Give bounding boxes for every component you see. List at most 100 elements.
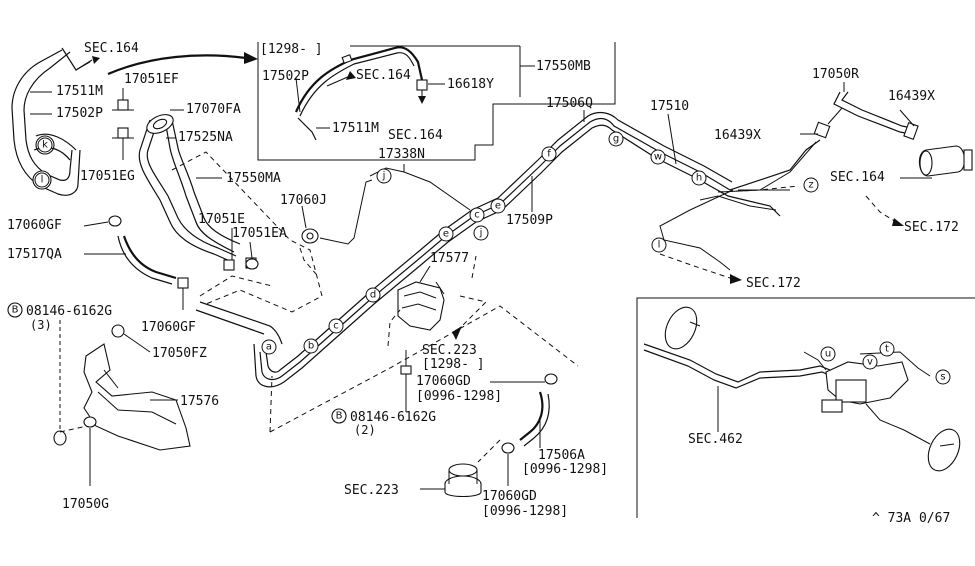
sec172-mid: SEC.172 [746, 276, 801, 291]
connector-tag-letter: e [495, 201, 501, 212]
connector-tag-letter: k [42, 140, 48, 151]
part-17060GF-upper: 17060GF [7, 218, 62, 233]
connector-tag-letter: z [808, 180, 813, 191]
connector-tag-s: s [935, 369, 951, 385]
connector-tag-letter: b [308, 341, 314, 352]
part-16618Y: 16618Y [447, 77, 494, 92]
inset-box-sec462 [636, 297, 975, 518]
part-17525NA: 17525NA [178, 130, 233, 145]
connector-tag-letter: e [443, 229, 449, 240]
connector-tag-letter: h [696, 173, 702, 184]
footer-code: ^ 73A 0/67 [872, 511, 950, 526]
bolt-08146-b: B [331, 350, 412, 424]
part-17510: 17510 [650, 99, 689, 114]
part-17051EA: 17051EA [232, 226, 287, 241]
part-17502P-inset: 17502P [262, 69, 309, 84]
bolt-08146-a: B [7, 302, 23, 318]
part-17550MB: 17550MB [536, 59, 591, 74]
part-17338N: 17338N [378, 147, 425, 162]
connector-tag-letter: v [867, 357, 873, 368]
filler-neck-cap [420, 463, 482, 498]
part-17051EG: 17051EG [80, 169, 135, 184]
connector-tag-e: e [490, 198, 506, 214]
sec164-right: SEC.164 [830, 170, 885, 185]
canister-hoses [719, 91, 973, 226]
connector-tag-letter: j [382, 171, 386, 182]
connector-tag-letter: c [333, 321, 339, 332]
connector-tag-letter: j [479, 228, 483, 239]
part-17060GD-lower-date: [0996-1298] [482, 504, 568, 519]
connector-tag-a: a [261, 339, 277, 355]
part-17577: 17577 [430, 251, 469, 266]
connector-tag-letter: u [825, 349, 831, 360]
sec164-top-left: SEC.164 [84, 41, 139, 56]
main-fuel-pipes [253, 111, 821, 388]
inset-pointer-arrow [107, 54, 247, 76]
clips-17051E [223, 228, 259, 271]
part-08146-6162G-a: 08146-6162G [26, 304, 112, 319]
part-17060GF-lower: 17060GF [141, 320, 196, 335]
part-17051E: 17051E [198, 212, 245, 227]
connector-tag-g: g [608, 131, 624, 147]
vent-tube-17550MA [138, 114, 323, 313]
connector-tag-c: c [469, 207, 485, 223]
connector-tag-letter: a [266, 342, 272, 353]
bolt-qty-a: (3) [30, 318, 52, 332]
bracket-17576 [53, 320, 191, 486]
bolt-marker-b: B [336, 411, 343, 422]
sec164-inset-lower: SEC.164 [388, 128, 443, 143]
part-16439X-right: 16439X [888, 89, 935, 104]
sec172-right: SEC.172 [904, 220, 959, 235]
part-17070FA: 17070FA [186, 102, 241, 117]
connector-tag-f: f [541, 146, 557, 162]
part-17060GD-upper-date: [0996-1298] [416, 389, 502, 404]
part-17060GD-lower: 17060GD [482, 489, 537, 504]
connector-tag-j: j [473, 225, 489, 241]
sec462-label: SEC.462 [688, 432, 743, 447]
connector-tag-k: k [37, 137, 53, 153]
connector-tag-letter: l [41, 175, 44, 186]
part-17050R: 17050R [812, 67, 859, 82]
part-17550MA: 17550MA [226, 171, 281, 186]
connector-tag-letter: f [547, 149, 551, 160]
bolt-qty-b: (2) [354, 423, 376, 437]
part-17506A-date: [0996-1298] [522, 462, 608, 477]
connector-tag-letter: w [654, 152, 662, 163]
hose-17517QA [83, 215, 283, 345]
part-17502P: 17502P [56, 106, 103, 121]
part-17517QA: 17517QA [7, 247, 62, 262]
connector-tag-letter: g [613, 134, 619, 145]
part-17051EF: 17051EF [124, 72, 179, 87]
part-16439X-left: 16439X [714, 128, 761, 143]
sec223-upper-date: [1298- ] [422, 357, 485, 372]
connector-tag-letter: d [370, 290, 376, 301]
sec223-lower: SEC.223 [344, 483, 399, 498]
part-17506A: 17506A [538, 448, 585, 463]
connector-tag-c: c [328, 318, 344, 334]
connector-tag-l: l [651, 237, 667, 253]
part-17060GD-upper: 17060GD [416, 374, 471, 389]
inset-date-label: [1298- ] [260, 42, 323, 57]
part-17511M: 17511M [56, 84, 103, 99]
shield-17577 [387, 255, 487, 347]
connector-tag-letter: s [940, 372, 945, 383]
connector-tag-h: h [691, 170, 707, 186]
connector-tag-letter: t [885, 344, 889, 355]
connector-tag-e: e [438, 226, 454, 242]
connector-tag-letter: l [658, 240, 661, 251]
connector-tag-b: b [303, 338, 319, 354]
connector-tag-z: z [803, 177, 819, 193]
part-17050FZ: 17050FZ [152, 346, 207, 361]
connector-tag-t: t [879, 341, 895, 357]
part-17509P: 17509P [506, 213, 553, 228]
part-17511M-inset: 17511M [332, 121, 379, 136]
sec223-upper: SEC.223 [422, 343, 477, 358]
part-17576: 17576 [180, 394, 219, 409]
connector-tag-v: v [862, 354, 878, 370]
connector-tag-l: l [34, 172, 50, 188]
part-17050G: 17050G [62, 497, 109, 512]
bolt-marker-a: B [12, 305, 19, 316]
part-17506Q: 17506Q [546, 96, 593, 111]
